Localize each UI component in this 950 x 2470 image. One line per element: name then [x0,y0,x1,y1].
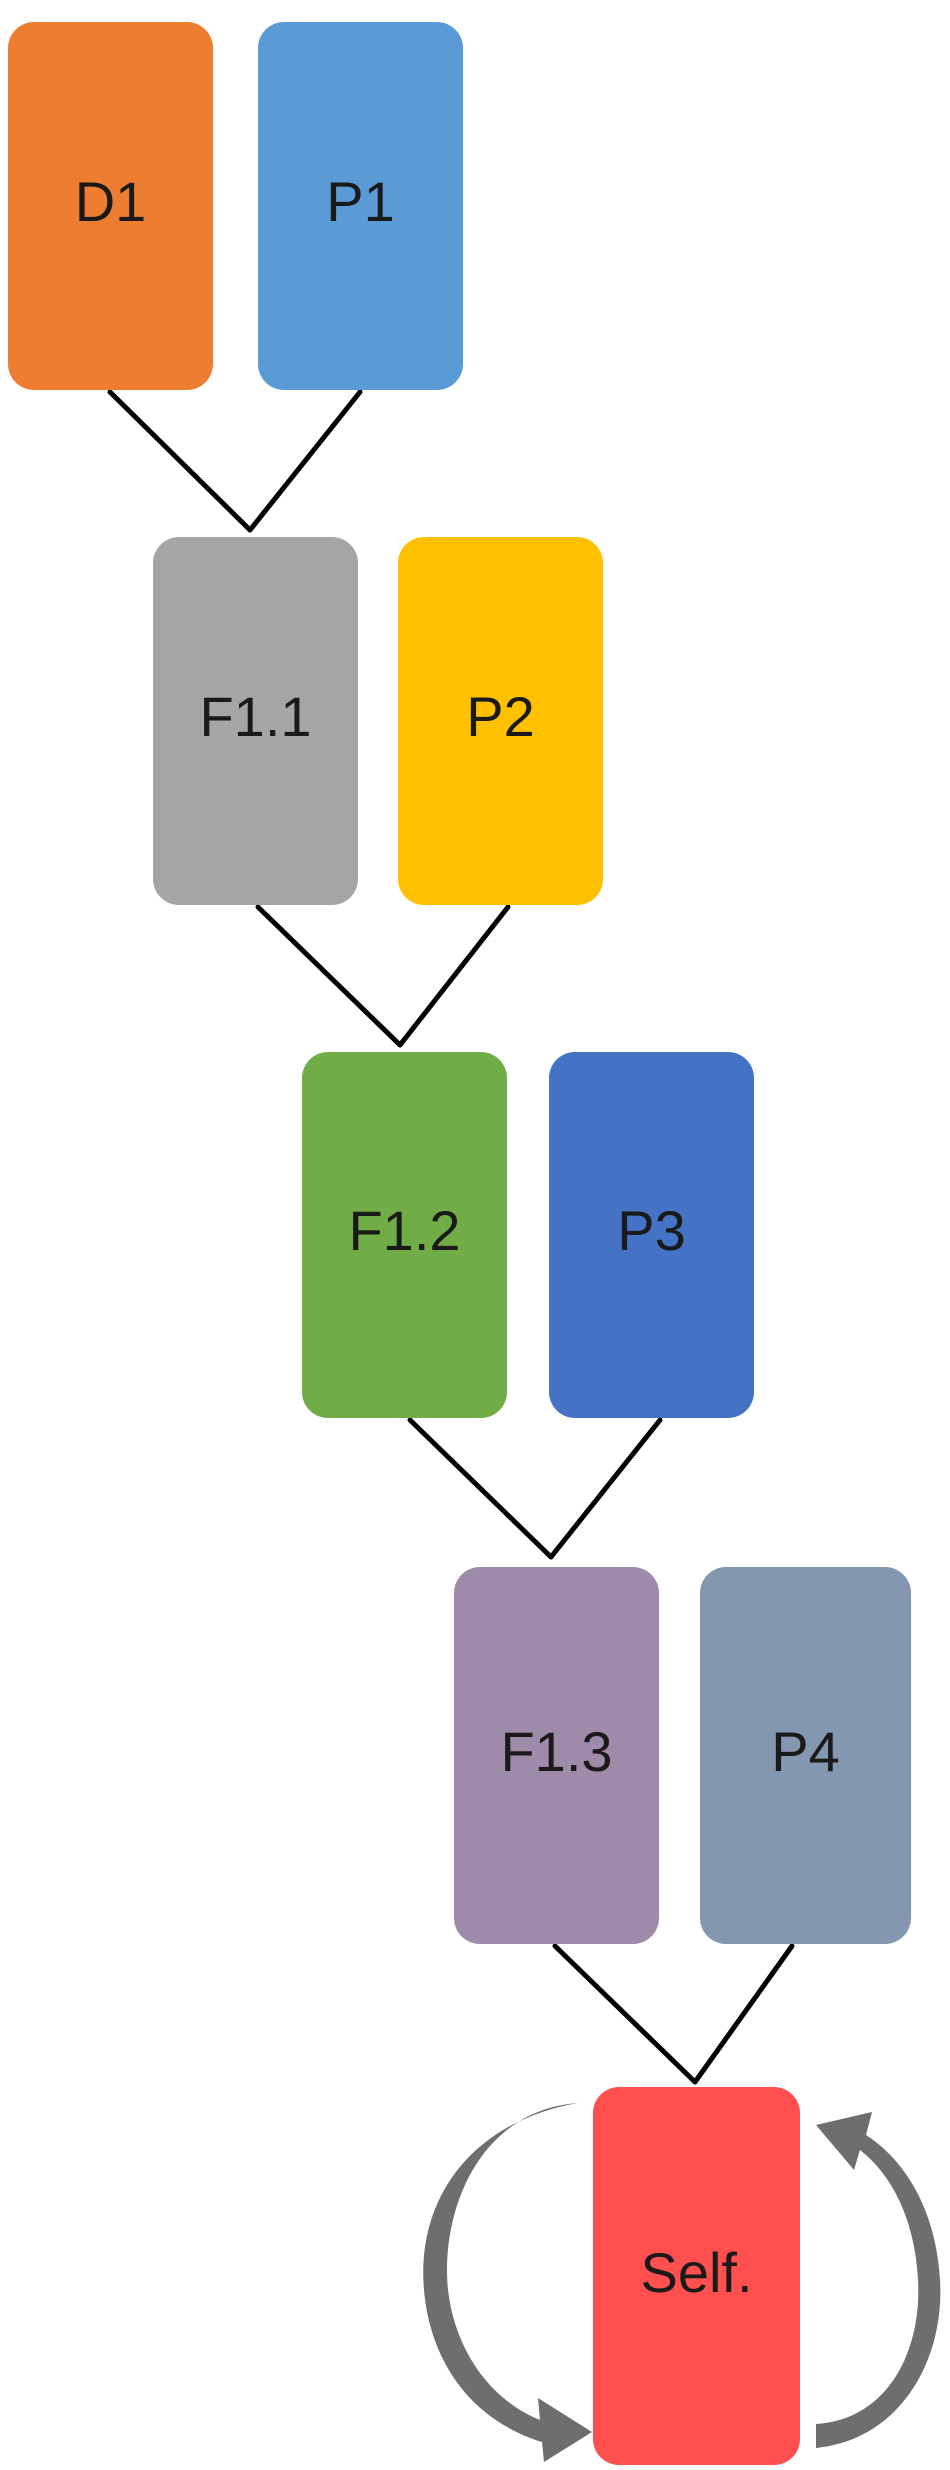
self-loop-right-arrow-icon [816,2112,941,2448]
node-f13: F1.3 [454,1567,659,1944]
node-p4-label: P4 [771,1720,840,1783]
node-p1: P1 [258,22,463,390]
node-d1-box [8,22,213,390]
edge-f13-self [552,1943,698,2085]
self-loop-left-arrow-icon [423,2103,592,2462]
node-self-box [593,2087,800,2465]
node-p3-box [549,1052,754,1418]
node-p2-label: P2 [466,685,535,748]
node-f11-label: F1.1 [199,685,311,748]
self-loop-arrows [423,2103,941,2462]
node-d1-label: D1 [75,170,147,233]
node-p3: P3 [549,1052,754,1418]
node-f11-box [153,537,358,905]
node-p2: P2 [398,537,603,905]
node-p1-box [258,22,463,390]
edges [107,389,795,2085]
edge-d1-f11 [107,389,253,533]
node-f13-label: F1.3 [500,1720,612,1783]
node-d1: D1 [8,22,213,390]
edge-p1-f11 [247,389,363,533]
node-p3-label: P3 [617,1199,686,1262]
node-f13-box [454,1567,659,1944]
node-p4-box [700,1567,911,1944]
edge-f12-f13 [407,1417,554,1560]
node-f12-box [302,1052,507,1418]
node-f12: F1.2 [302,1052,507,1418]
node-p1-label: P1 [326,170,395,233]
node-f12-label: F1.2 [348,1199,460,1262]
node-self-label: Self. [640,2241,752,2304]
edge-p2-f12 [397,904,511,1048]
edge-p4-self [692,1943,795,2085]
node-f11: F1.1 [153,537,358,905]
edge-f11-f12 [255,904,403,1048]
node-p2-box [398,537,603,905]
edge-p3-f13 [548,1417,663,1560]
node-self: Self. [593,2087,800,2465]
node-p4: P4 [700,1567,911,1944]
